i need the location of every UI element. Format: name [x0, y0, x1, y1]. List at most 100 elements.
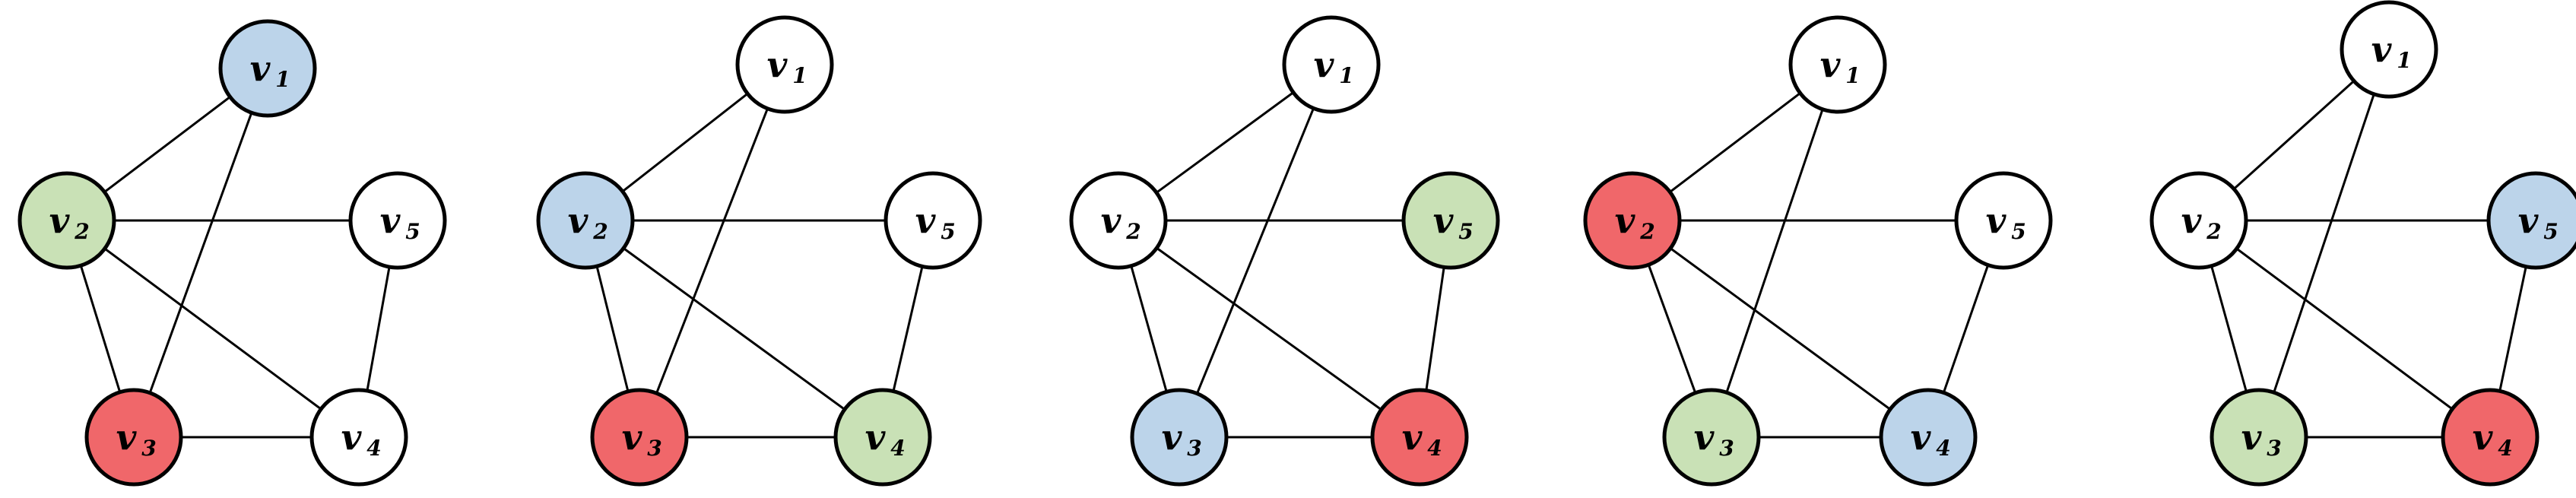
node-circle: [1069, 171, 1168, 270]
node-subscript: 4: [1936, 436, 1950, 461]
node-circle: [2149, 171, 2248, 270]
node-label: v: [1986, 200, 2007, 241]
node-circle: [218, 19, 317, 118]
node-label: v: [1820, 44, 1842, 85]
node-subscript: 5: [2011, 219, 2026, 244]
edge-v1-v3: [638, 64, 786, 438]
node-circle: [1370, 388, 1469, 487]
node-subscript: 5: [2543, 219, 2558, 244]
node-circle: [2441, 388, 2540, 487]
node-subscript: 5: [1458, 219, 1473, 244]
node-subscript: 5: [941, 219, 955, 244]
node-label: v: [116, 417, 138, 458]
edge-v2-v4: [1632, 219, 1929, 439]
node-circle: [833, 388, 932, 487]
node-subscript: 2: [2206, 219, 2221, 244]
node-subscript: 2: [1639, 219, 1654, 244]
node-circle: [735, 15, 834, 114]
node-label: v: [2473, 417, 2494, 458]
node-subscript: 4: [890, 436, 905, 461]
node-circle: [1401, 171, 1500, 270]
node-subscript: 5: [405, 219, 420, 244]
edge-v2-v4: [2198, 219, 2491, 439]
edge-v1-v3: [1178, 64, 1333, 438]
edge-v2-v4: [1118, 219, 1420, 439]
node-subscript: 4: [1427, 436, 1442, 461]
node-label: v: [1162, 417, 1183, 458]
node-label: v: [380, 200, 401, 241]
node-label: v: [622, 417, 643, 458]
node-circle: [1662, 388, 1761, 487]
node-subscript: 1: [792, 63, 807, 88]
node-label: v: [915, 200, 937, 241]
node-circle: [2486, 171, 2576, 270]
node-subscript: 2: [1125, 219, 1140, 244]
edge-v2-v4: [585, 219, 884, 439]
node-label: v: [1433, 200, 1455, 241]
node-circle: [2340, 0, 2438, 99]
node-circle: [884, 171, 982, 270]
node-subscript: 4: [366, 436, 381, 461]
node-label: v: [49, 200, 71, 241]
node-label: v: [250, 48, 271, 89]
node-label: v: [1694, 417, 1715, 458]
node-circle: [1954, 171, 2053, 270]
node-circle: [2210, 388, 2308, 487]
node-circle: [1879, 388, 1978, 487]
node-label: v: [341, 417, 363, 458]
node-circle: [1788, 15, 1887, 114]
node-label: v: [568, 200, 589, 241]
node-subscript: 3: [1719, 436, 1734, 461]
node-label: v: [865, 417, 887, 458]
node-circle: [309, 388, 408, 487]
node-subscript: 3: [2267, 436, 2281, 461]
node-label: v: [2181, 200, 2203, 241]
edge-v2-v4: [66, 219, 360, 439]
node-circle: [1130, 388, 1229, 487]
node-label: v: [1911, 417, 1932, 458]
node-subscript: 1: [1845, 63, 1860, 88]
node-circle: [590, 388, 689, 487]
node-label: v: [1101, 200, 1122, 241]
node-circle: [17, 171, 116, 270]
node-subscript: 1: [2397, 48, 2411, 73]
edge-v1-v3: [132, 68, 269, 438]
node-label: v: [2518, 200, 2540, 241]
node-circle: [1282, 15, 1381, 114]
node-circle: [1583, 171, 1682, 270]
node-subscript: 3: [647, 436, 661, 461]
node-subscript: 3: [141, 436, 156, 461]
node-label: v: [1402, 417, 1423, 458]
